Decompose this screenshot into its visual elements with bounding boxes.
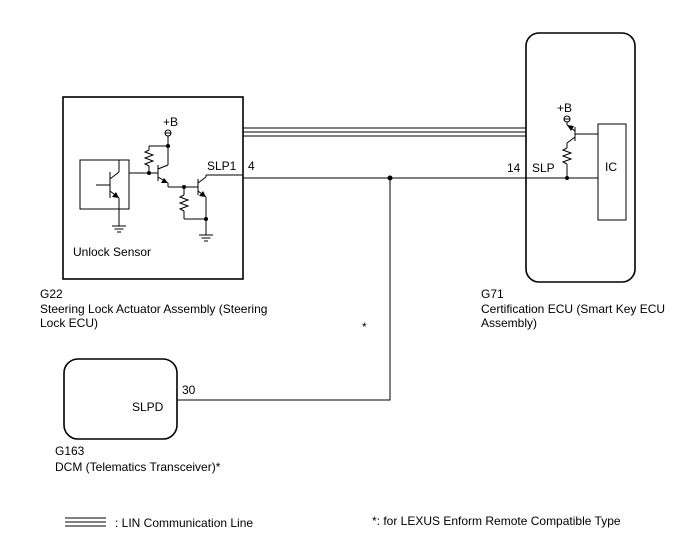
unlock-sensor-ground-icon: [112, 225, 126, 233]
steering-lock-terminal-name: SLP1: [207, 159, 237, 173]
ic-block: [597, 123, 627, 221]
steering-lock-name-line1: Steering Lock Actuator Assembly (Steerin…: [40, 302, 267, 316]
ecu-transistor-q1-symbol: [157, 164, 198, 188]
ecu-transistor-q2-symbol: [197, 174, 243, 235]
branch-note-marker: *: [362, 320, 367, 334]
dcm-branch-wire: [177, 178, 391, 401]
ecu-ground-icon: [199, 234, 213, 242]
certification-ecu-name-line1: Certification ECU (Smart Key ECU: [481, 302, 665, 316]
certification-ecu-box: [525, 32, 636, 283]
q2-emitter-arrow: [199, 191, 206, 197]
certification-ecu-terminal-number: 14: [507, 161, 521, 175]
unlock-sensor-label: Unlock Sensor: [73, 245, 151, 259]
lin-communication-bus: [243, 127, 526, 137]
steering-lock-supply-label: +B: [163, 115, 178, 129]
steering-lock-name-line2: Lock ECU): [40, 316, 98, 330]
dcm-terminal-name: SLPD: [132, 400, 164, 414]
footnote: *: for LEXUS Enform Remote Compatible Ty…: [372, 514, 621, 528]
steering-lock-terminal-number: 4: [248, 159, 255, 173]
pullup-arrow: [567, 125, 574, 131]
certification-ecu-code: G71: [481, 287, 504, 301]
certification-ecu-name-line2: Assembly): [481, 316, 537, 330]
junction-dot: [182, 185, 186, 189]
steering-lock-ecu-box: [62, 96, 244, 280]
steering-lock-code: G22: [40, 287, 63, 301]
junction-dot: [166, 144, 170, 148]
dcm-code: G163: [55, 444, 85, 458]
ic-label: IC: [605, 160, 617, 174]
base-resistor-wiring: [178, 187, 206, 220]
dcm-name: DCM (Telematics Transceiver)*: [55, 460, 221, 474]
junction-dot: [147, 171, 151, 175]
dcm-box: [63, 358, 178, 440]
q1-emitter-arrow: [161, 178, 168, 183]
certification-ecu-terminal-name: SLP: [532, 161, 555, 175]
certification-ecu-pullup-wiring: [561, 122, 598, 178]
supply-wiring: [129, 136, 169, 174]
lin-legend-symbol: [65, 517, 106, 527]
certification-ecu-supply-label: +B: [557, 101, 572, 115]
lin-legend-label: : LIN Communication Line: [115, 516, 253, 530]
unlock-sensor-emitter-arrow: [112, 192, 119, 198]
unlock-sensor-transistor-symbol: [96, 160, 120, 226]
unlock-sensor-box: [79, 159, 130, 210]
dcm-terminal-number: 30: [182, 383, 196, 397]
